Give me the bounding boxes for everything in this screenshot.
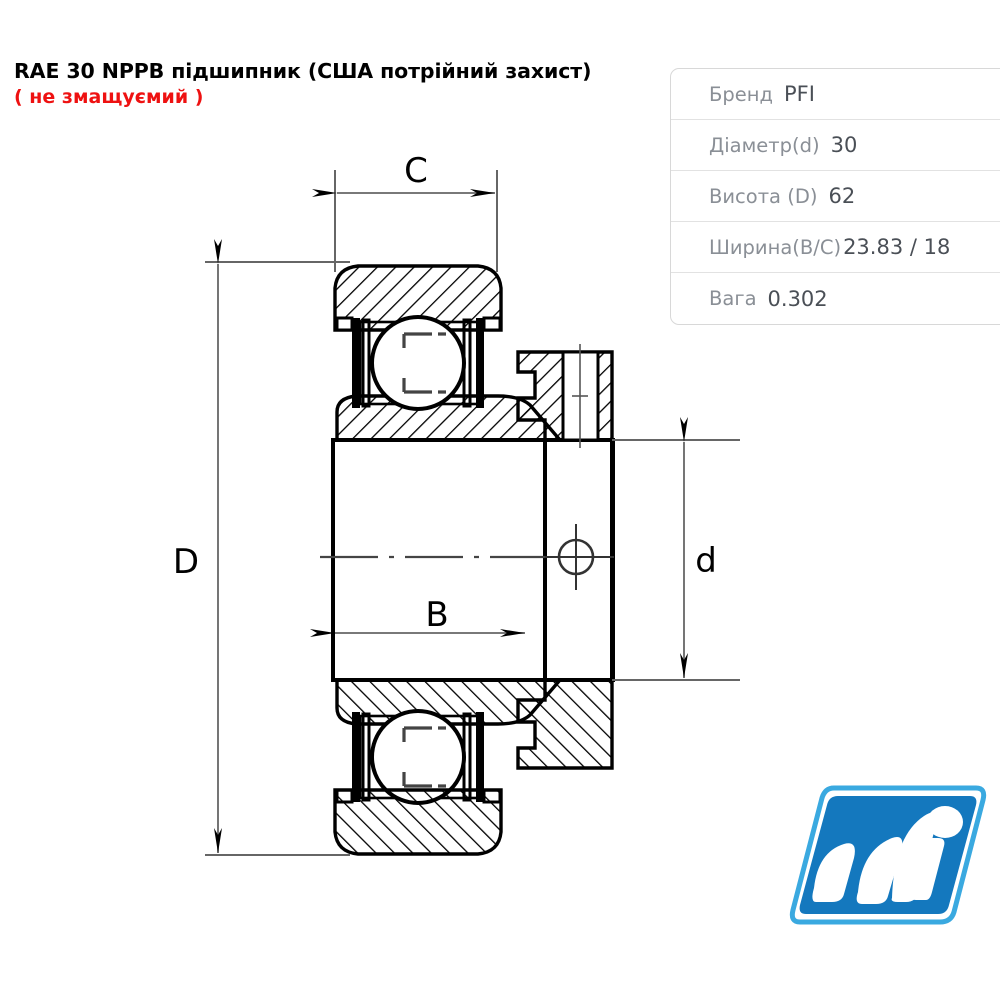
seal-lower-right xyxy=(462,712,484,802)
dimension-B: B xyxy=(310,595,525,637)
spec-value-width: 23.83 / 18 xyxy=(843,235,951,259)
inner-race-band-upper xyxy=(335,398,560,440)
inner-race-hatch-lower xyxy=(335,678,564,726)
inner-race-hatch-upper xyxy=(335,394,564,442)
outer-race-lower xyxy=(333,788,503,856)
table-row: Бренд PFI xyxy=(671,69,1000,120)
pfi-logo xyxy=(789,785,987,925)
table-row: Висота (D) 62 xyxy=(671,171,1000,222)
ball-upper xyxy=(370,315,466,411)
dimension-label-C: C xyxy=(404,151,428,191)
race-shoulder-upper xyxy=(335,316,502,332)
dimension-D: D xyxy=(173,239,350,856)
logo-mark-i-stem xyxy=(909,838,945,900)
bore-center-symbol xyxy=(540,524,614,590)
table-row: Діаметр(d) 30 xyxy=(671,120,1000,171)
logo-mark-p xyxy=(812,843,855,902)
logo-mark-f xyxy=(856,836,903,904)
table-row: Вага 0.302 xyxy=(671,273,1000,324)
set-screw-upper xyxy=(561,344,600,448)
spec-label-brand: Бренд xyxy=(709,82,773,106)
logo-outline xyxy=(789,785,987,925)
inner-ring-upper-hatch xyxy=(333,399,612,440)
spec-table: Бренд PFI Діаметр(d) 30 Висота (D) 62 Ши… xyxy=(670,68,1000,325)
spec-value-brand: PFI xyxy=(783,82,815,106)
race-shoulder-lower xyxy=(335,788,502,804)
dimension-label-d: d xyxy=(695,541,717,581)
spec-value-height: 62 xyxy=(828,184,856,208)
spec-value-weight: 0.302 xyxy=(767,286,828,311)
spec-label-diameter: Діаметр(d) xyxy=(709,133,820,157)
page-subtitle: ( не змащуємий ) xyxy=(14,86,204,108)
inner-race-upper xyxy=(328,398,560,440)
logo-mark-i-dot xyxy=(927,806,963,838)
seal-cavity-lower xyxy=(358,714,480,800)
spec-label-width: Ширина(B/C) xyxy=(709,235,842,259)
seal-cavity-upper xyxy=(358,320,480,406)
spec-label-height: Висота (D) xyxy=(709,184,818,208)
page-title: RAE 30 NPPB підшипник (США потрійний зах… xyxy=(14,59,592,83)
seal-lower-left xyxy=(352,712,371,802)
dimension-C: C xyxy=(312,151,498,272)
table-row: Ширина(B/C) 23.83 / 18 xyxy=(671,222,1000,273)
outer-race-upper xyxy=(333,264,503,332)
seal-upper-right xyxy=(462,318,484,408)
spec-value-diameter: 30 xyxy=(830,133,858,157)
seal-upper-left xyxy=(352,318,371,408)
dimension-label-D: D xyxy=(173,542,199,582)
dimension-label-B: B xyxy=(425,595,448,635)
title-block: RAE 30 NPPB підшипник (США потрійний зах… xyxy=(14,58,654,110)
extended-collar xyxy=(516,350,614,770)
dimension-d: d xyxy=(612,417,740,681)
ball-lower xyxy=(370,709,466,805)
logo-mark-ascender xyxy=(891,812,937,902)
spec-label-weight: Вага xyxy=(709,287,757,310)
inner-ring-bore xyxy=(331,438,615,682)
